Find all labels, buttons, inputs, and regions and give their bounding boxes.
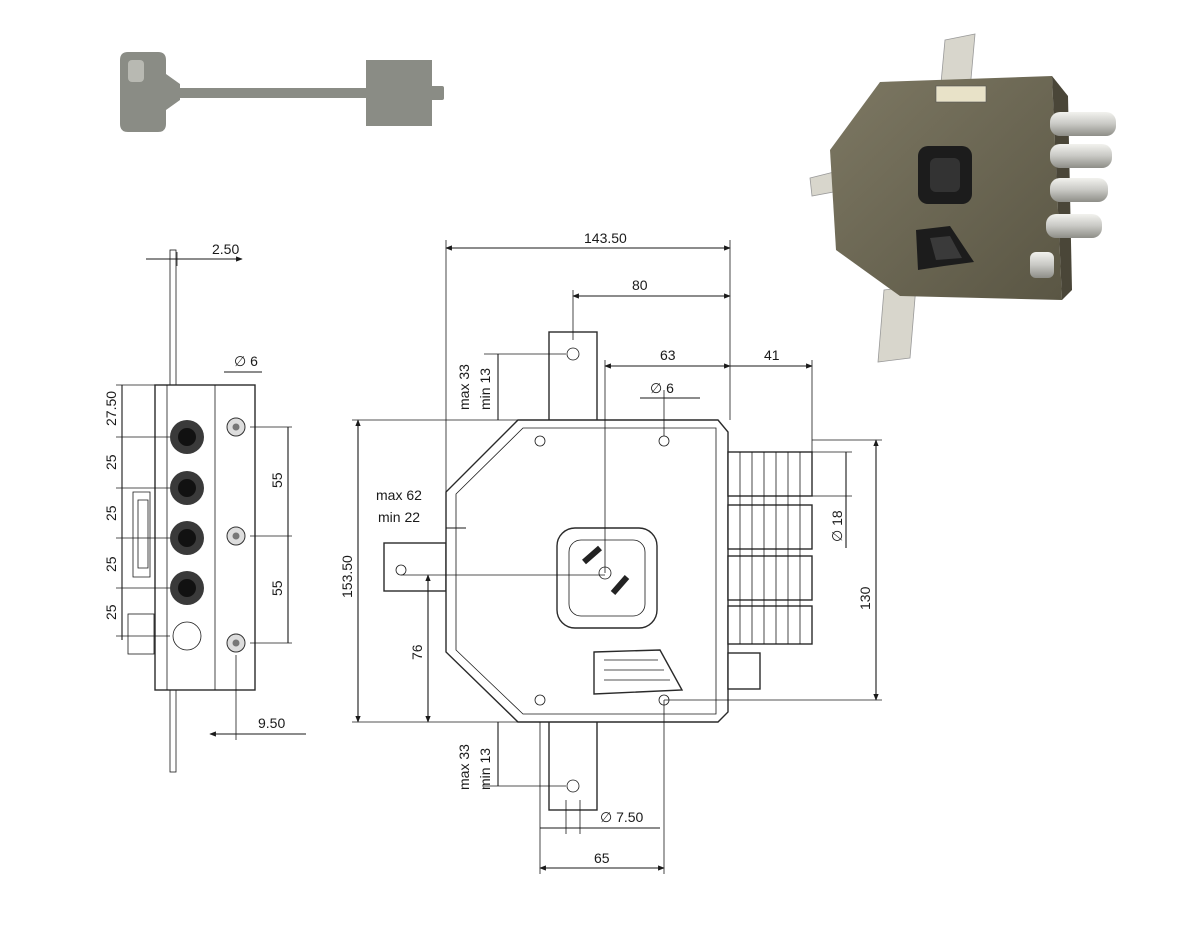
side-bolt-spacing-labels: 27.50 25 25 25 25 xyxy=(103,391,119,620)
side-hole-diameter-label: ∅ 6 xyxy=(234,353,258,369)
upper-rod-max-label: max 33 xyxy=(456,364,472,410)
side-bottom-offset-label: 9.50 xyxy=(258,715,285,731)
side-screw-holes xyxy=(226,417,246,653)
bottom-hole-diameter-label: ∅ 7.50 xyxy=(600,809,644,825)
side-spacing-4: 25 xyxy=(103,604,119,620)
top-hole-diameter-label: ∅ 6 xyxy=(650,380,674,396)
backset-label: 80 xyxy=(632,277,648,293)
front-view-drawing: 143.50 80 63 41 ∅ 6 max 33 min 13 max 62… xyxy=(339,230,882,874)
mortise-lock-photo-icon xyxy=(809,33,1116,363)
keyhole-cylinder xyxy=(556,527,658,629)
key-illustration xyxy=(120,52,444,132)
front-bolts xyxy=(727,451,813,690)
side-spacing-2: 25 xyxy=(103,505,119,521)
side-rod-max-label: max 62 xyxy=(376,487,422,503)
hole-offset-label: 63 xyxy=(660,347,676,363)
side-spacing-1: 25 xyxy=(103,454,119,470)
lower-rod-min-label: min 13 xyxy=(477,748,493,790)
lower-rod-max-label: max 33 xyxy=(456,744,472,790)
overall-height-label: 153.50 xyxy=(339,555,355,598)
overall-width-label: 143.50 xyxy=(584,230,627,246)
side-spacing-3: 25 xyxy=(103,556,119,572)
side-bolt-holes xyxy=(170,420,204,651)
upper-rod-min-label: min 13 xyxy=(477,368,493,410)
bolt-height-label: 130 xyxy=(857,586,873,610)
side-top-offset-label: 2.50 xyxy=(212,241,239,257)
side-rod-min-label: min 22 xyxy=(378,509,420,525)
double-bit-key-icon xyxy=(120,52,444,132)
side-hole-spacing-lower: 55 xyxy=(269,580,285,596)
rod-height-label: 76 xyxy=(409,644,425,660)
side-hole-spacing-upper: 55 xyxy=(269,472,285,488)
side-view-drawing: 2.50 ∅ 6 27.50 25 25 25 25 55 55 9.50 xyxy=(103,241,306,773)
lower-width-label: 65 xyxy=(594,850,610,866)
side-spacing-0: 27.50 xyxy=(103,391,119,426)
bolt-throw-label: 41 xyxy=(764,347,780,363)
bolt-diameter-label: ∅ 18 xyxy=(829,510,845,542)
latch-handle-slot xyxy=(593,649,684,695)
lock-photo xyxy=(809,33,1116,363)
